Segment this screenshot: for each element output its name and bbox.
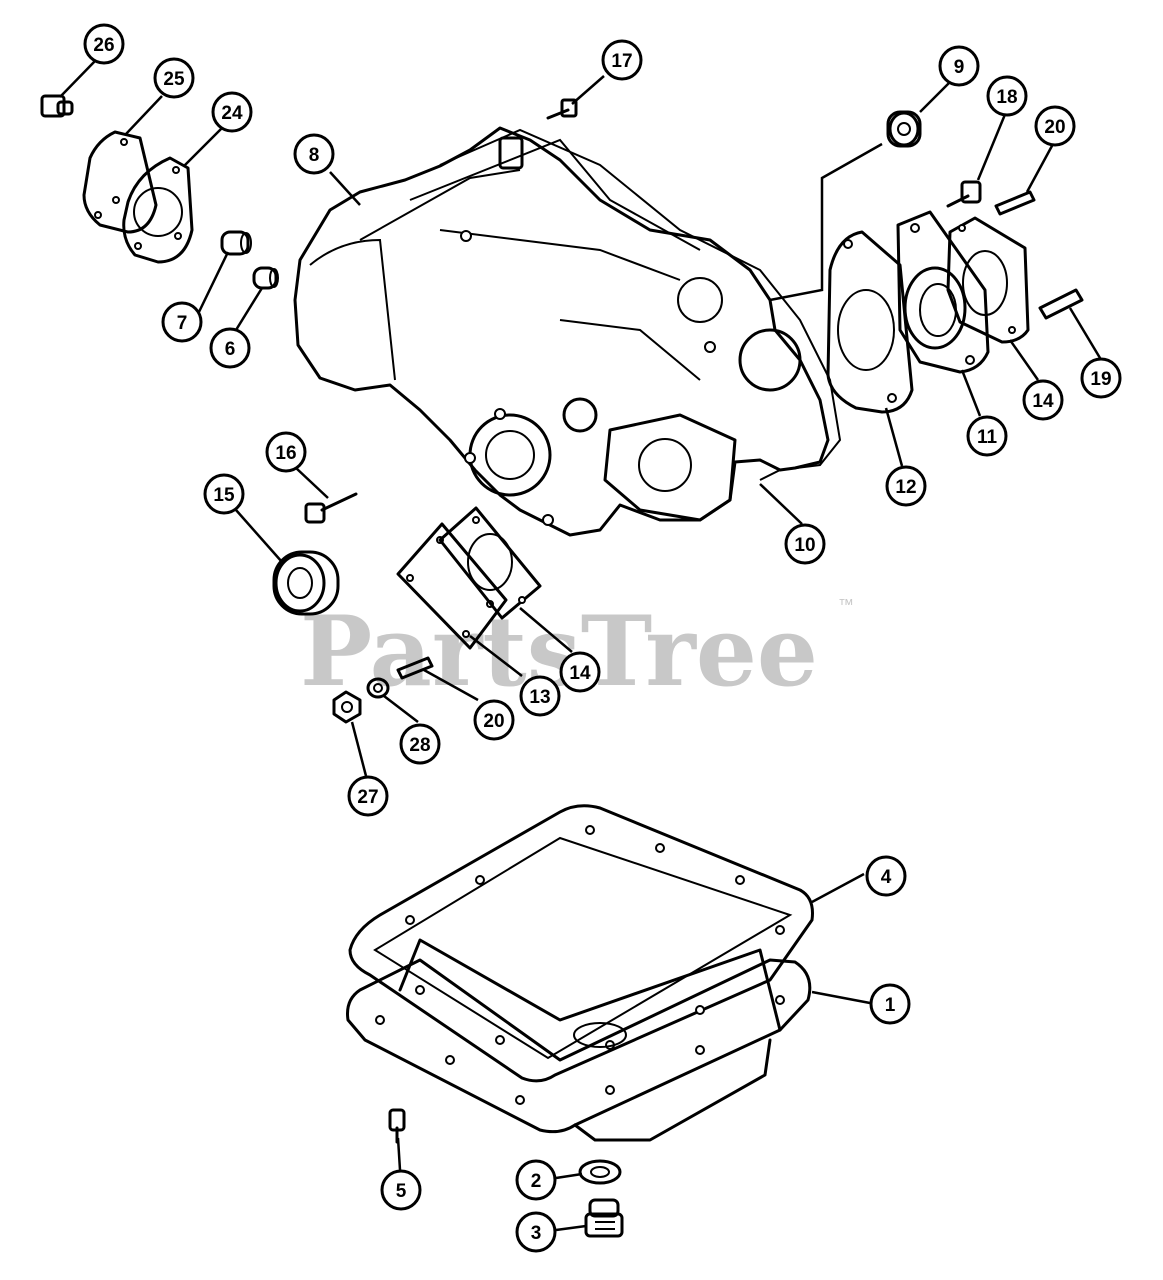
part-16-bolt: [304, 492, 358, 524]
svg-text:7: 7: [177, 313, 188, 334]
callout-4: 4: [865, 855, 907, 897]
svg-text:20: 20: [483, 711, 504, 732]
svg-text:25: 25: [163, 69, 185, 90]
callout-11: 11: [966, 415, 1008, 457]
part-25-cover-plate: [82, 130, 158, 234]
svg-text:14: 14: [569, 663, 591, 684]
svg-text:20: 20: [1044, 117, 1065, 138]
svg-text:2: 2: [531, 1171, 542, 1192]
callout-19: 19: [1080, 357, 1122, 399]
part-3-drain-plug: [584, 1198, 624, 1238]
watermark-trademark: ™: [838, 597, 854, 614]
callout-1: 1: [869, 983, 911, 1025]
part-28-washer: [366, 677, 390, 699]
part-12-gasket: [826, 230, 914, 414]
callout-20-center: 20: [473, 699, 515, 741]
part-26-bolt: [40, 94, 74, 118]
callout-27: 27: [347, 775, 389, 817]
part-27-nut: [332, 690, 362, 724]
callout-9: 9: [938, 45, 980, 87]
svg-text:8: 8: [309, 145, 320, 166]
callout-16: 16: [265, 431, 307, 473]
svg-text:27: 27: [357, 787, 378, 808]
part-9-bearing: [886, 110, 922, 148]
part-15-oil-seal: [272, 550, 340, 616]
callout-20-top: 20: [1034, 105, 1076, 147]
callout-6: 6: [209, 327, 251, 369]
svg-text:9: 9: [954, 57, 965, 78]
callout-24: 24: [211, 91, 253, 133]
svg-text:10: 10: [794, 535, 815, 556]
svg-text:13: 13: [529, 687, 550, 708]
callout-14-right: 14: [1022, 379, 1064, 421]
callout-25: 25: [153, 57, 195, 99]
callout-3: 3: [515, 1211, 557, 1253]
svg-text:28: 28: [409, 735, 430, 756]
svg-text:4: 4: [881, 867, 892, 888]
svg-text:16: 16: [275, 443, 296, 464]
callout-15: 15: [203, 473, 245, 515]
part-5-bolt: [388, 1108, 406, 1144]
callout-26: 26: [83, 23, 125, 65]
callout-17: 17: [601, 39, 643, 81]
svg-text:15: 15: [213, 485, 235, 506]
part-20-stud-top: [994, 190, 1036, 216]
svg-text:11: 11: [977, 427, 998, 448]
part-20-stud-center: [396, 656, 434, 680]
callout-12: 12: [885, 465, 927, 507]
part-7-bushing: [220, 230, 252, 256]
part-18-bolt: [946, 180, 982, 208]
part-6-bushing: [252, 266, 279, 290]
callout-5: 5: [380, 1169, 422, 1211]
callout-13: 13: [519, 675, 561, 717]
svg-text:26: 26: [93, 35, 114, 56]
svg-text:3: 3: [531, 1223, 542, 1244]
part-17-bolt: [546, 98, 578, 120]
svg-text:1: 1: [885, 995, 896, 1016]
callout-28: 28: [399, 723, 441, 765]
leader-lines: [59, 59, 1102, 1232]
callout-8: 8: [293, 133, 335, 175]
svg-text:19: 19: [1090, 369, 1111, 390]
part-14-gasket-center: [438, 506, 542, 620]
part-10-gasket: [439, 128, 842, 481]
svg-text:6: 6: [225, 339, 236, 360]
svg-text:17: 17: [611, 51, 632, 72]
part-4-oil-pan-gasket: [348, 804, 814, 1083]
svg-text:12: 12: [895, 477, 916, 498]
svg-text:24: 24: [221, 103, 243, 124]
part-19-pin: [1038, 288, 1084, 320]
part-11-seal-flange: [896, 210, 990, 374]
callout-10: 10: [784, 523, 826, 565]
part-24-gasket: [122, 156, 194, 264]
callout-14-center: 14: [559, 651, 601, 693]
svg-text:5: 5: [396, 1181, 407, 1202]
svg-text:14: 14: [1032, 391, 1054, 412]
part-1-oil-pan: [346, 938, 812, 1142]
part-8-gear-case: [293, 126, 830, 537]
callout-18: 18: [986, 75, 1028, 117]
part-2-washer: [578, 1159, 622, 1185]
part-14-gasket-right: [946, 216, 1030, 344]
callout-2: 2: [515, 1159, 557, 1201]
callout-7: 7: [161, 301, 203, 343]
svg-text:18: 18: [996, 87, 1017, 108]
